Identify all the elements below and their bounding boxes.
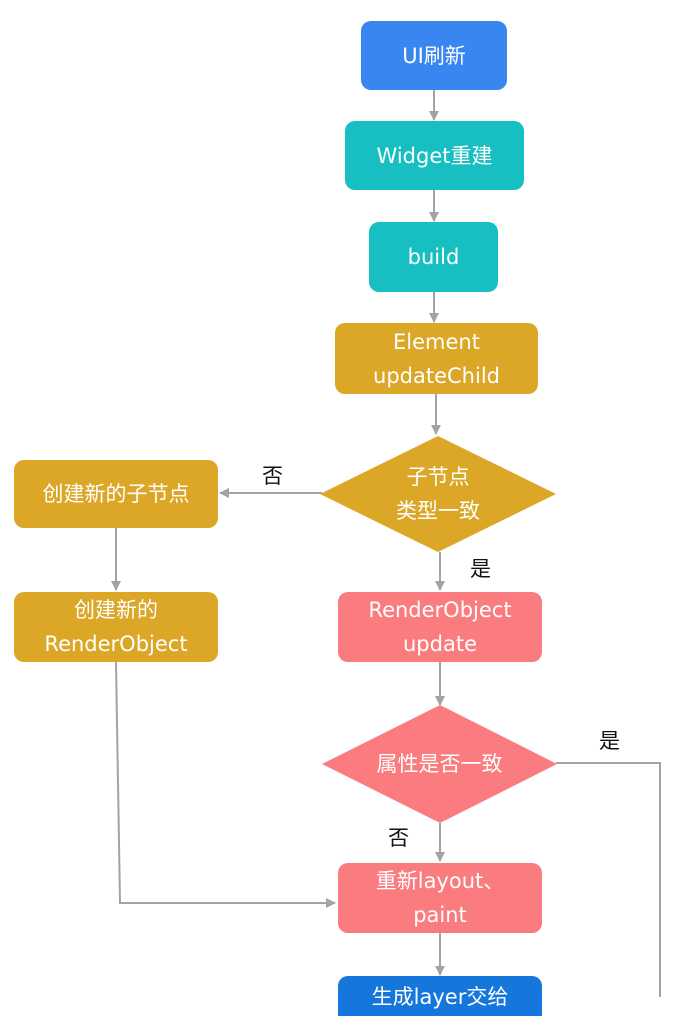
node-ro-update-line1: RenderObject [368, 598, 512, 622]
edge-label-props-yes: 是 [599, 729, 620, 753]
node-ui-refresh: UI刷新 [361, 21, 507, 90]
edge-label-props-no: 否 [388, 826, 409, 850]
node-create-ro-line1: 创建新的 [74, 598, 158, 622]
node-relayout-line2: paint [413, 903, 467, 927]
node-create-child-label: 创建新的子节点 [42, 482, 190, 506]
node-generate-layer: 生成layer交给 [338, 976, 542, 1016]
decision-same-props-label: 属性是否一致 [322, 705, 557, 823]
decision-diamond-same-props [322, 705, 557, 823]
node-widget-rebuild-label: Widget重建 [376, 143, 493, 168]
node-relayout-paint: 重新layout、 paint [338, 863, 542, 933]
node-ui-refresh-label: UI刷新 [402, 43, 466, 68]
node-element-label-line1: Element [393, 329, 480, 354]
edge-label-type-no: 否 [262, 464, 283, 488]
node-element-label-line2: updateChild [373, 363, 500, 388]
decision-same-type-line1: 子节点 [406, 465, 470, 489]
node-create-child: 创建新的子节点 [14, 460, 218, 528]
decision-same-type-line2: 类型一致 [396, 499, 480, 523]
node-create-ro-line2: RenderObject [44, 632, 188, 656]
node-build-label: build [407, 245, 460, 269]
node-element-update-child: Element updateChild [335, 323, 538, 394]
node-generate-layer-label: 生成layer交给 [371, 985, 509, 1009]
node-build: build [369, 222, 498, 292]
node-create-render-object: 创建新的 RenderObject [14, 592, 218, 662]
node-render-object-update: RenderObject update [338, 592, 542, 662]
arrow-create-ro-to-relayout [115, 661, 336, 908]
decision-same-props-line: 属性是否一致 [376, 752, 503, 776]
arrow-props-yes [556, 762, 661, 997]
edge-label-type-yes: 是 [470, 557, 491, 581]
node-widget-rebuild: Widget重建 [345, 121, 524, 190]
node-ro-update-line2: update [403, 632, 477, 656]
decision-same-type-label: 子节点 类型一致 [320, 436, 556, 552]
node-relayout-line1: 重新layout、 [375, 869, 505, 893]
decision-diamond-same-type [320, 436, 556, 552]
